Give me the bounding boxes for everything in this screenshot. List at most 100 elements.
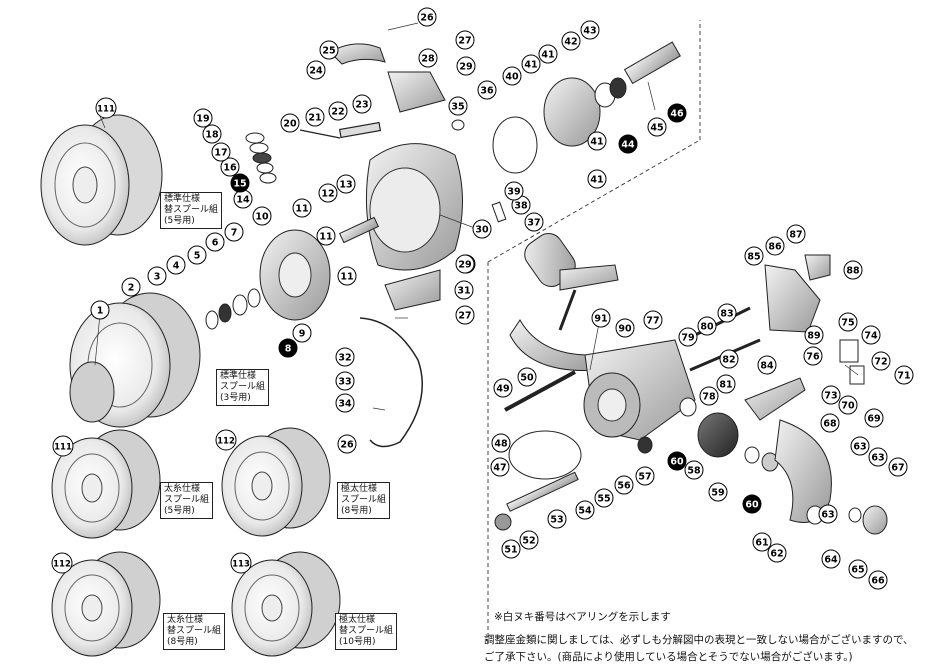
- part-callout-1[interactable]: 1: [90, 300, 110, 320]
- part-callout-5[interactable]: 5: [187, 245, 207, 265]
- part-callout-72[interactable]: 72: [871, 351, 891, 371]
- part-callout-26[interactable]: 26: [337, 434, 357, 454]
- part-callout-111[interactable]: 111: [95, 97, 117, 119]
- part-callout-11[interactable]: 11: [292, 198, 312, 218]
- part-callout-11[interactable]: 11: [337, 266, 357, 286]
- part-callout-62[interactable]: 62: [767, 543, 787, 563]
- part-callout-39[interactable]: 39: [504, 181, 524, 201]
- part-callout-36[interactable]: 36: [477, 80, 497, 100]
- part-callout-11[interactable]: 11: [316, 226, 336, 246]
- part-callout-52[interactable]: 52: [519, 530, 539, 550]
- part-callout-37[interactable]: 37: [524, 212, 544, 232]
- part-callout-68[interactable]: 68: [820, 413, 840, 433]
- part-callout-16[interactable]: 16: [220, 157, 240, 177]
- part-callout-88[interactable]: 88: [843, 260, 863, 280]
- part-callout-41[interactable]: 41: [587, 131, 607, 151]
- part-callout-41[interactable]: 41: [587, 169, 607, 189]
- part-callout-86[interactable]: 86: [765, 236, 785, 256]
- part-callout-74[interactable]: 74: [861, 325, 881, 345]
- part-callout-61[interactable]: 61: [752, 532, 772, 552]
- part-callout-56[interactable]: 56: [614, 475, 634, 495]
- part-callout-40[interactable]: 40: [502, 66, 522, 86]
- part-callout-6[interactable]: 6: [205, 232, 225, 252]
- part-callout-28[interactable]: 28: [418, 48, 438, 68]
- part-callout-111[interactable]: 111: [52, 435, 74, 457]
- part-callout-8[interactable]: 8: [278, 338, 298, 358]
- part-callout-41[interactable]: 41: [521, 54, 541, 74]
- part-callout-63[interactable]: 63: [850, 436, 870, 456]
- part-callout-13[interactable]: 13: [336, 174, 356, 194]
- part-callout-49[interactable]: 49: [493, 378, 513, 398]
- part-callout-21[interactable]: 21: [305, 107, 325, 127]
- part-callout-31[interactable]: 31: [454, 280, 474, 300]
- part-callout-66[interactable]: 66: [868, 570, 888, 590]
- part-callout-41[interactable]: 41: [538, 44, 558, 64]
- part-callout-112[interactable]: 112: [215, 429, 237, 451]
- part-callout-30[interactable]: 30: [472, 219, 492, 239]
- part-callout-47[interactable]: 47: [490, 457, 510, 477]
- part-callout-22[interactable]: 22: [328, 101, 348, 121]
- part-callout-3[interactable]: 3: [147, 266, 167, 286]
- part-callout-85[interactable]: 85: [744, 246, 764, 266]
- part-callout-54[interactable]: 54: [575, 500, 595, 520]
- part-callout-34[interactable]: 34: [335, 393, 355, 413]
- part-callout-91[interactable]: 91: [591, 308, 611, 328]
- part-callout-26[interactable]: 26: [417, 7, 437, 27]
- part-callout-81[interactable]: 81: [716, 374, 736, 394]
- part-callout-87[interactable]: 87: [786, 224, 806, 244]
- part-callout-64[interactable]: 64: [821, 549, 841, 569]
- part-callout-83[interactable]: 83: [717, 303, 737, 323]
- part-callout-73[interactable]: 73: [821, 385, 841, 405]
- part-callout-63[interactable]: 63: [818, 504, 838, 524]
- part-callout-70[interactable]: 70: [838, 395, 858, 415]
- part-callout-12[interactable]: 12: [318, 183, 338, 203]
- part-callout-35[interactable]: 35: [448, 96, 468, 116]
- part-callout-46[interactable]: 46: [667, 103, 687, 123]
- part-callout-25[interactable]: 25: [319, 40, 339, 60]
- part-callout-32[interactable]: 32: [335, 347, 355, 367]
- part-callout-19[interactable]: 19: [193, 108, 213, 128]
- part-callout-9[interactable]: 9: [292, 323, 312, 343]
- part-callout-77[interactable]: 77: [643, 310, 663, 330]
- part-callout-45[interactable]: 45: [647, 117, 667, 137]
- part-callout-2[interactable]: 2: [121, 277, 141, 297]
- part-callout-29[interactable]: 29: [455, 254, 475, 274]
- part-callout-78[interactable]: 78: [699, 386, 719, 406]
- part-callout-112[interactable]: 112: [51, 552, 73, 574]
- part-callout-48[interactable]: 48: [491, 433, 511, 453]
- part-callout-82[interactable]: 82: [719, 349, 739, 369]
- part-callout-27[interactable]: 27: [455, 30, 475, 50]
- part-callout-4[interactable]: 4: [166, 255, 186, 275]
- part-callout-24[interactable]: 24: [306, 60, 326, 80]
- part-callout-15[interactable]: 15: [230, 173, 250, 193]
- part-callout-57[interactable]: 57: [635, 466, 655, 486]
- part-callout-60[interactable]: 60: [742, 494, 762, 514]
- part-callout-53[interactable]: 53: [547, 509, 567, 529]
- part-callout-63[interactable]: 63: [868, 447, 888, 467]
- part-callout-71[interactable]: 71: [894, 365, 914, 385]
- part-callout-55[interactable]: 55: [594, 488, 614, 508]
- part-callout-10[interactable]: 10: [252, 206, 272, 226]
- part-callout-80[interactable]: 80: [697, 316, 717, 336]
- part-callout-69[interactable]: 69: [864, 408, 884, 428]
- part-callout-65[interactable]: 65: [848, 559, 868, 579]
- part-callout-27[interactable]: 27: [455, 305, 475, 325]
- part-callout-14[interactable]: 14: [233, 189, 253, 209]
- part-callout-67[interactable]: 67: [888, 457, 908, 477]
- part-callout-17[interactable]: 17: [211, 142, 231, 162]
- part-callout-51[interactable]: 51: [501, 539, 521, 559]
- part-callout-33[interactable]: 33: [335, 371, 355, 391]
- part-callout-42[interactable]: 42: [561, 31, 581, 51]
- part-callout-29[interactable]: 29: [456, 56, 476, 76]
- part-callout-20[interactable]: 20: [280, 113, 300, 133]
- part-callout-60[interactable]: 60: [667, 451, 687, 471]
- part-callout-44[interactable]: 44: [618, 134, 638, 154]
- part-callout-79[interactable]: 79: [678, 327, 698, 347]
- part-callout-76[interactable]: 76: [803, 346, 823, 366]
- part-callout-58[interactable]: 58: [684, 460, 704, 480]
- part-callout-113[interactable]: 113: [230, 552, 252, 574]
- part-callout-59[interactable]: 59: [708, 482, 728, 502]
- part-callout-18[interactable]: 18: [202, 124, 222, 144]
- part-callout-90[interactable]: 90: [615, 318, 635, 338]
- part-callout-43[interactable]: 43: [580, 20, 600, 40]
